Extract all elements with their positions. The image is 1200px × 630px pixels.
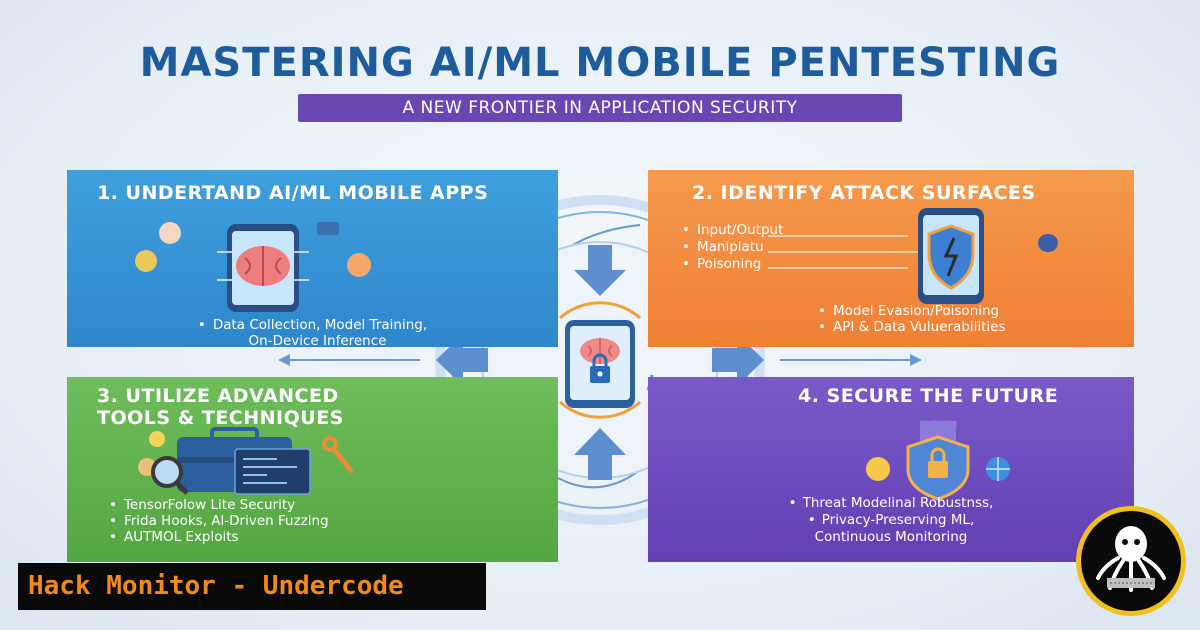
arrow-down-icon (574, 245, 626, 296)
panel-2-title: 2. IDENTIFY ATTACK SURFACES (692, 182, 1036, 204)
lock-icon (928, 461, 948, 478)
list-item: Data Collection, Model Training, (67, 317, 558, 333)
panel-understand-apps: 1. UNDERTAND AI/ML MOBILE APPS Data Coll… (67, 170, 558, 349)
brain-icon (236, 246, 290, 286)
brain-icon (580, 338, 620, 364)
panel-2-bullets: Model Evasion/Poisoning API & Data Vulue… (818, 303, 1006, 335)
castle-icon (866, 420, 1010, 501)
panel-1-title: 1. UNDERTAND AI/ML MOBILE APPS (97, 182, 489, 204)
brand-banner: Hack Monitor - Undercode (18, 563, 486, 610)
panel-3-title-line1: 3. UTILIZE ADVANCED (97, 385, 339, 407)
list-item: Continuous Monitoring (814, 529, 968, 545)
arrow-right-icon (712, 334, 764, 386)
list-item: •Threat Modelinal Robustnss, (788, 495, 994, 511)
list-item: •Privacy-Preserving ML, (807, 512, 975, 528)
magnifier-icon (151, 456, 189, 495)
list-item: TensorFolow Lite Security (109, 497, 329, 513)
python-icon (149, 431, 165, 447)
wrench-icon (322, 436, 338, 452)
list-item: Maniplatu (682, 239, 783, 256)
mask-icon (1038, 234, 1058, 252)
arrow-left-icon (436, 334, 488, 386)
user-icon (159, 222, 181, 244)
small-lock-icon (866, 457, 890, 481)
panel-attack-surfaces: 2. IDENTIFY ATTACK SURFACES Input/Output… (648, 170, 1134, 347)
list-item: On-Device Inference (248, 333, 387, 349)
list-item: API & Data Vuluerabilities (818, 319, 1006, 335)
puzzle-icon (135, 250, 157, 272)
list-item: AUTMOL Exploits (109, 529, 329, 545)
shield-icon (918, 208, 984, 304)
phone-icon (217, 224, 309, 312)
center-phone-icon (565, 320, 635, 408)
panel-tools-techniques: 3. UTILIZE ADVANCED TOOLS & TECHNIQUES T… (67, 377, 558, 562)
page-subtitle: A NEW FRONTIER IN APPLICATION SECURITY (298, 94, 902, 122)
list-item: Model Evasion/Poisoning (818, 303, 1005, 319)
page-title: MASTERING AI/ML MOBILE PENTESTING (139, 40, 1061, 86)
arrow-up-icon (574, 428, 626, 480)
panel-1-bullets: Data Collection, Model Training, On-Devi… (67, 317, 558, 349)
attack-lines (768, 235, 918, 269)
panel-3-title: 3. UTILIZE ADVANCED TOOLS & TECHNIQUES (97, 385, 344, 429)
card-icon (317, 222, 339, 235)
panel-4-title: 4. SECURE THE FUTURE (798, 385, 1059, 407)
toolbox-icon (138, 427, 354, 495)
connector-bottom-right (557, 469, 641, 489)
panel-3-title-line2: TOOLS & TECHNIQUES (97, 407, 344, 429)
panel-4-bullets: •Threat Modelinal Robustnss, •Privacy-Pr… (648, 495, 1134, 546)
panel-2-list: Input/Output Maniplatu Poisoning (682, 222, 783, 273)
panel-secure-future: 4. SECURE THE FUTURE •Threat Modelinal R… (648, 377, 1134, 562)
lock-icon (590, 353, 610, 383)
panel-3-bullets: TensorFolow Lite Security Frida Hooks, A… (109, 497, 329, 545)
octopus-logo (1076, 506, 1186, 616)
list-item: Frida Hooks, Al-Driven Fuzzing (109, 513, 329, 529)
list-item: Input/Output (682, 222, 783, 239)
gamepad-icon (347, 253, 371, 277)
list-item: Poisoning (682, 256, 783, 273)
